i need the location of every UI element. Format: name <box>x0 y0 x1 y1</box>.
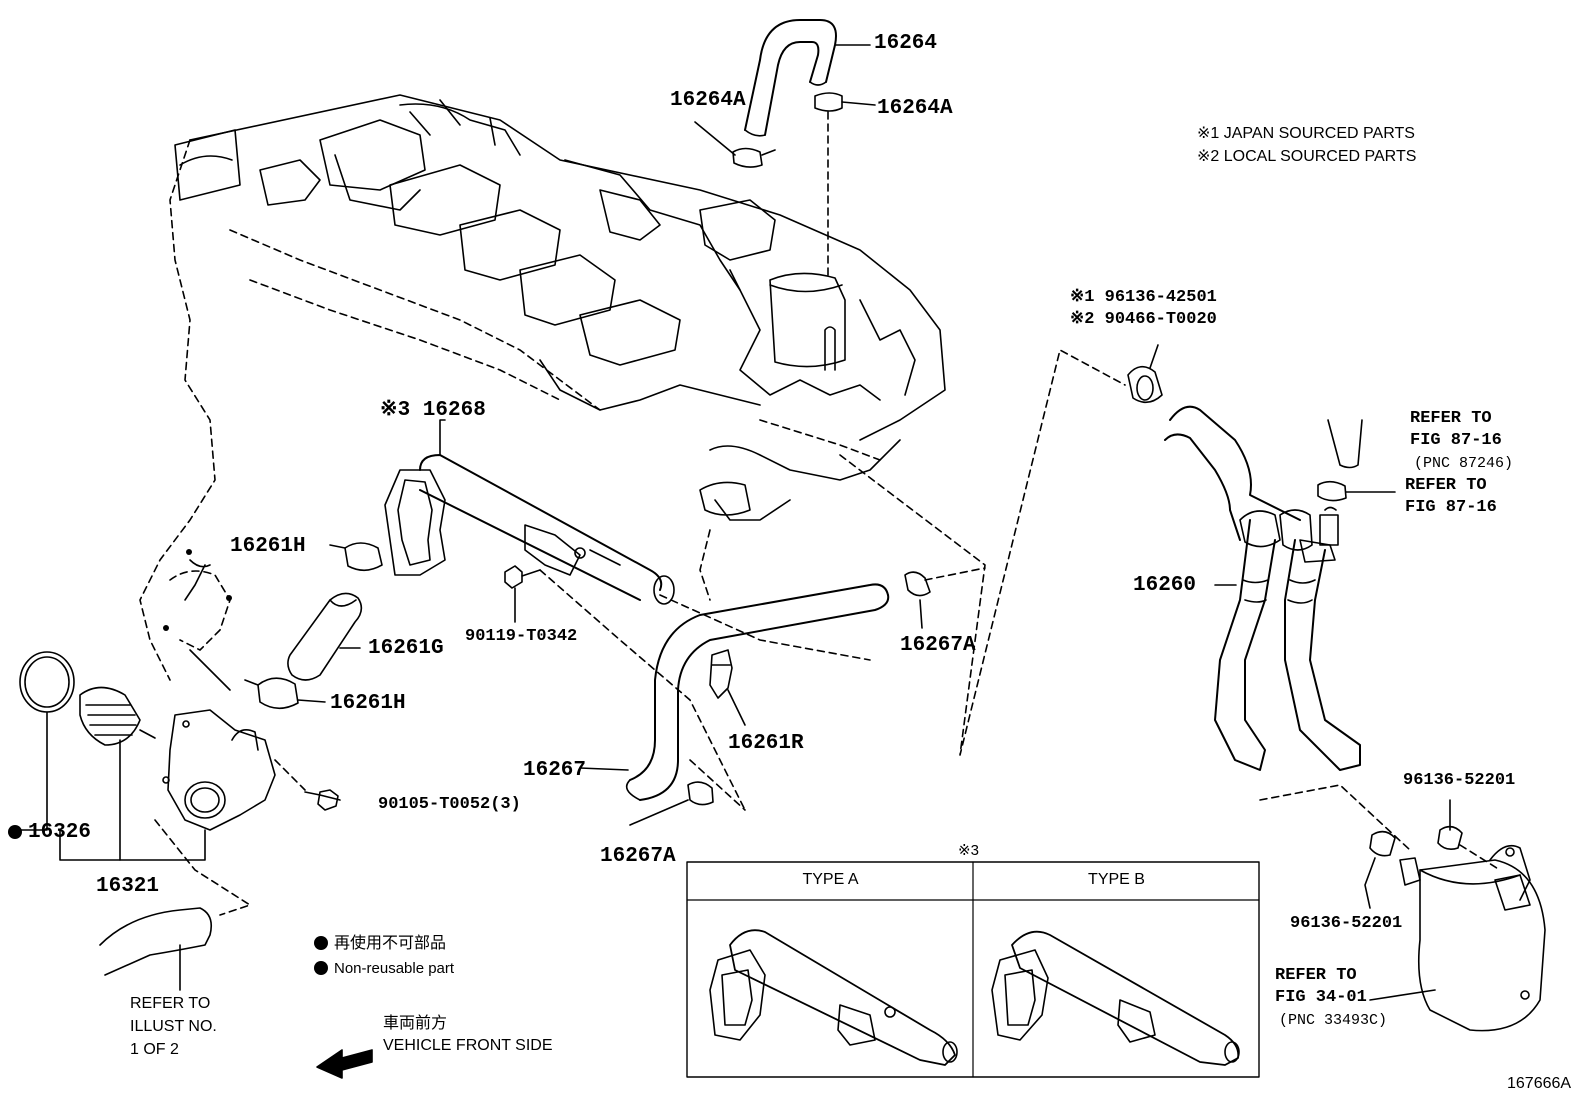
inset-type-a-label: TYPE A <box>802 871 859 888</box>
refer-34-01-line1: REFER TO <box>1275 966 1357 985</box>
refer-illust-line3: 1 OF 2 <box>130 1041 179 1058</box>
label-16260: 16260 <box>1133 574 1197 597</box>
leader-pipe-dashed <box>539 569 746 811</box>
gasket-16326 <box>19 651 75 831</box>
hose-refer-illust <box>99 907 213 991</box>
hose-16264 <box>744 19 871 137</box>
label-16267A-bottom: 16267A <box>600 845 676 868</box>
refer-87-16-a-line1: REFER TO <box>1410 409 1492 428</box>
pipe-16268 <box>384 419 675 605</box>
legend-front-en: VEHICLE FRONT SIDE <box>383 1037 553 1054</box>
hose-refer-87-16 <box>1327 419 1363 469</box>
figure-id: 167666A <box>1507 1075 1572 1092</box>
hose-16260 <box>1164 405 1361 771</box>
bullet-dot-icon <box>314 961 328 975</box>
refer-illust-line2: ILLUST NO. <box>130 1018 217 1035</box>
clamp-16267A-right <box>904 567 986 629</box>
hose-16261G <box>287 592 363 681</box>
label-16264A-right: 16264A <box>877 97 953 120</box>
clamp-16264A-left <box>694 121 776 168</box>
label-90466-T0020: ※2 90466-T0020 <box>1070 310 1217 329</box>
clamp-16264A-right <box>814 92 876 276</box>
label-16326: 16326 <box>8 822 91 843</box>
label-16264: 16264 <box>874 32 938 55</box>
clamp-16261H-bottom <box>244 677 326 710</box>
label-16261R: 16261R <box>728 732 804 755</box>
non-reusable-dot-icon <box>8 825 22 839</box>
inset-mark: ※3 <box>958 842 979 859</box>
label-16261G: 16261G <box>368 637 444 660</box>
label-90119-T0342: 90119-T0342 <box>465 627 578 646</box>
inset-type-b-pipe <box>991 930 1240 1066</box>
inset-box <box>686 861 1260 1078</box>
thermostat-16321 <box>79 686 156 861</box>
label-96136-52201-upper: 96136-52201 <box>1403 771 1516 790</box>
refer-87-16-a-line3: (PNC 87246) <box>1414 455 1514 472</box>
leader-long-dashed <box>839 349 1126 756</box>
clamp-96136-52201-upper <box>1437 799 1501 871</box>
label-16261H-bottom: 16261H <box>330 692 406 715</box>
inset-type-b-label: TYPE B <box>1088 871 1145 888</box>
label-16267A-right: 16267A <box>900 634 976 657</box>
label-16321: 16321 <box>96 875 160 898</box>
label-96136-52201-lower: 96136-52201 <box>1290 914 1403 933</box>
bolt-90105-T0052 <box>274 759 341 811</box>
clamp-96136-52201-lower <box>1364 830 1396 909</box>
refer-87-16-a-line2: FIG 87-16 <box>1410 431 1502 450</box>
hose-16267 <box>579 583 890 801</box>
water-outlet-housing <box>59 709 276 861</box>
note-local-sourced: ※2 LOCAL SOURCED PARTS <box>1197 148 1417 165</box>
leader-housing-dashed <box>154 819 251 916</box>
legend-nonreusable-en: Non-reusable part <box>314 960 454 977</box>
engine-block-outline <box>139 94 946 691</box>
label-16268: ※3 16268 <box>380 399 486 422</box>
label-96136-42501: ※1 96136-42501 <box>1070 288 1217 307</box>
bolt-90119-T0342 <box>504 565 541 623</box>
legend-nonreusable-en-text: Non-reusable part <box>334 960 455 977</box>
label-16267: 16267 <box>523 759 587 782</box>
inset-type-a-pipe <box>709 929 958 1066</box>
clip-16261R <box>709 649 746 726</box>
legend-nonreusable-jp-text: 再使用不可部品 <box>334 935 447 952</box>
label-16264A-left: 16264A <box>670 89 746 112</box>
refer-34-01-line3: (PNC 33493C) <box>1279 1012 1388 1029</box>
label-16326-text: 16326 <box>28 821 92 844</box>
refer-87-16-b-line1: REFER TO <box>1405 476 1487 495</box>
legend-front-jp: 車両前方 <box>383 1015 448 1032</box>
label-90105-T0052: 90105-T0052(3) <box>378 795 521 814</box>
note-japan-sourced: ※1 JAPAN SOURCED PARTS <box>1197 125 1415 142</box>
refer-34-01-line2: FIG 34-01 <box>1275 988 1367 1007</box>
leader-oil-cooler-dashed <box>1259 784 1411 851</box>
clamp-refer-87-16 <box>1317 480 1396 502</box>
oil-cooler <box>1369 844 1546 1032</box>
front-arrow-icon <box>316 1049 373 1079</box>
label-16261H-top: 16261H <box>230 535 306 558</box>
clamp-16267A-bottom <box>629 781 714 826</box>
clamp-96136-42501 <box>1127 344 1163 404</box>
clamp-16261H-top <box>329 542 383 572</box>
legend-nonreusable-jp: 再使用不可部品 <box>314 935 446 953</box>
refer-illust-line1: REFER TO <box>130 995 211 1012</box>
leader-pipe-hose-dashed <box>659 594 871 661</box>
bullet-dot-icon <box>314 936 328 950</box>
refer-87-16-b-line2: FIG 87-16 <box>1405 498 1497 517</box>
